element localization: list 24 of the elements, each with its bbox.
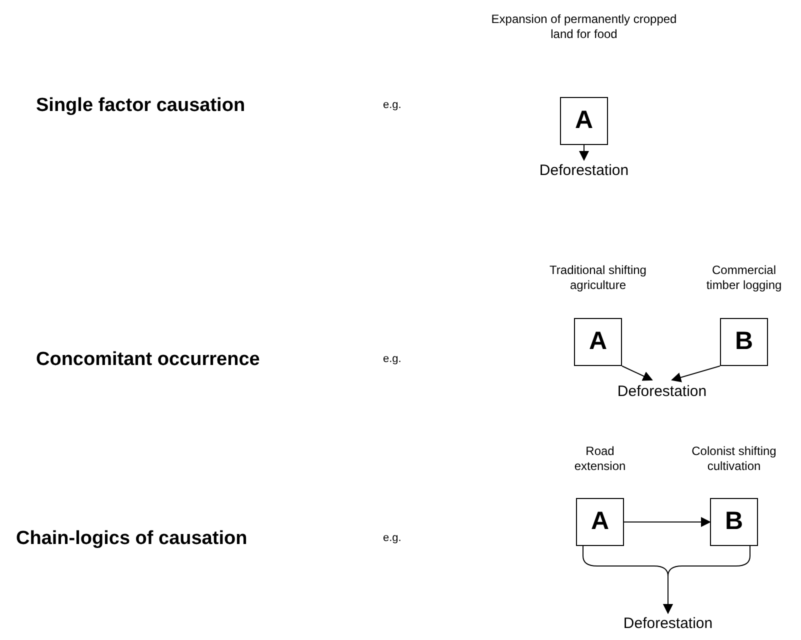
- example-label: e.g.: [383, 352, 402, 367]
- arrow: [622, 366, 653, 381]
- factor-box: B: [720, 318, 768, 366]
- factor-box: A: [574, 318, 622, 366]
- arrow: [579, 144, 589, 161]
- factor-label: Colonist shifting cultivation: [690, 444, 778, 474]
- row-heading: Concomitant occurrence: [36, 348, 260, 372]
- factor-label: Commercial timber logging: [705, 263, 783, 293]
- example-label: e.g.: [383, 98, 402, 113]
- factor-label: Traditional shifting agriculture: [548, 263, 648, 293]
- row-heading: Single factor causation: [36, 94, 246, 118]
- factor-label: Road extension: [573, 444, 627, 474]
- factor-box: A: [576, 498, 624, 546]
- outcome-label: Deforestation: [617, 382, 707, 402]
- arrow: [671, 366, 720, 382]
- row-heading: Chain-logics of causation: [16, 527, 248, 551]
- factor-label: Expansion of permanently cropped land for food: [490, 12, 678, 42]
- outcome-label: Deforestation: [539, 161, 629, 181]
- factor-box: A: [560, 97, 608, 145]
- example-label: e.g.: [383, 531, 402, 546]
- outcome-label: Deforestation: [623, 614, 713, 634]
- arrow: [663, 546, 750, 614]
- arrow: [624, 517, 711, 527]
- factor-box: B: [710, 498, 758, 546]
